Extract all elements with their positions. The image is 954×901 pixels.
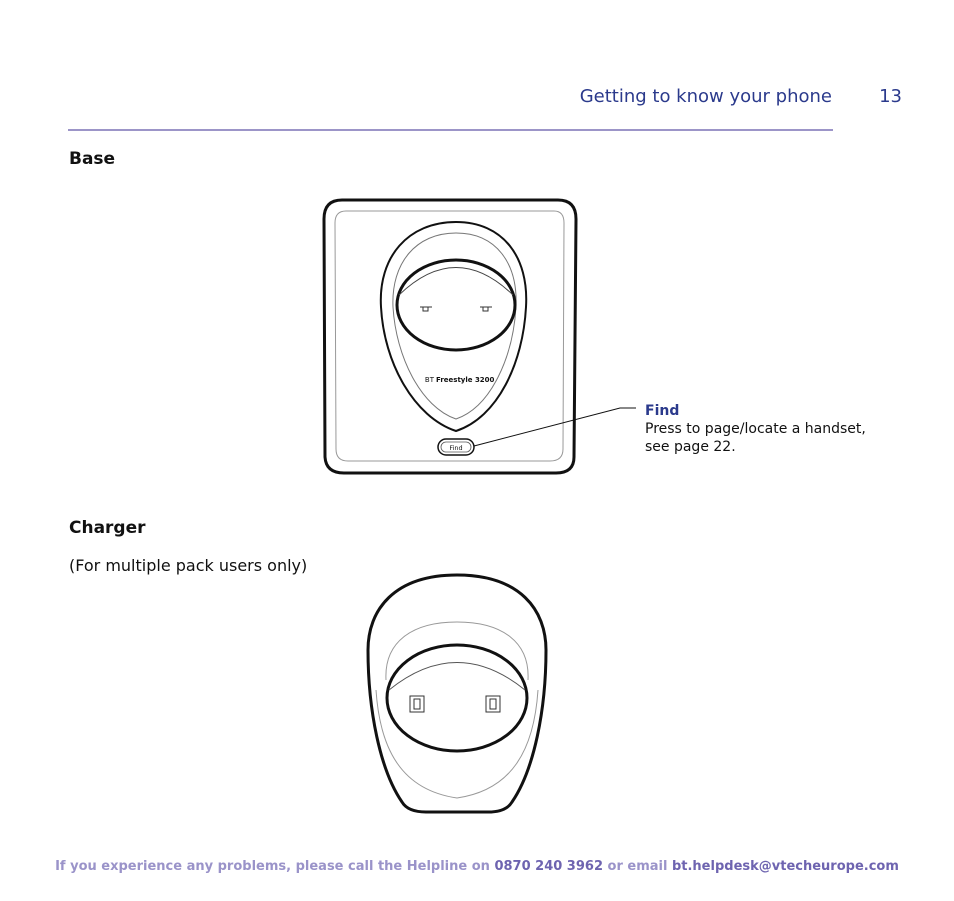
find-button-label: Find	[449, 444, 462, 452]
base-charging-contact-right	[480, 306, 492, 312]
base-heading: Base	[69, 149, 116, 169]
charger-inner-line	[456, 621, 529, 681]
charger-illustration	[366, 573, 548, 814]
charger-heading: Charger	[69, 518, 146, 538]
footer-phone[interactable]: 0870 240 3962	[494, 859, 603, 874]
base-handset-well	[395, 258, 517, 352]
header-rule	[68, 129, 833, 131]
find-callout-description: Press to page/locate a handset, see page…	[645, 421, 866, 455]
footer-text-1: If you experience any problems, please c…	[55, 859, 495, 874]
base-cradle-inner	[392, 232, 517, 420]
footer-email[interactable]: bt.helpdesk@vtecheurope.com	[671, 859, 899, 874]
footer-helpline: If you experience any problems, please c…	[0, 859, 954, 874]
charger-handset-well-back	[388, 662, 526, 691]
base-charging-contact-left	[420, 306, 432, 312]
find-button[interactable]	[437, 438, 475, 456]
base-unit-illustration: BT Freestyle 3200 Find	[322, 198, 578, 475]
charger-contact-left	[409, 695, 425, 713]
find-callout: Find Press to page/locate a handset, see…	[645, 402, 875, 456]
page-number: 13	[879, 86, 902, 107]
base-model-label: Freestyle 3200	[436, 376, 495, 384]
footer-text-2: or email	[603, 859, 672, 874]
charger-contact-right	[485, 695, 501, 713]
find-callout-title: Find	[645, 403, 680, 419]
charger-note: (For multiple pack users only)	[69, 556, 308, 575]
base-brand-label: BT	[425, 376, 435, 384]
find-callout-leader	[473, 407, 636, 447]
base-body-inner-line	[334, 210, 565, 462]
charger-handset-well	[385, 643, 529, 753]
header-title: Getting to know your phone	[579, 86, 832, 107]
base-handset-well-back	[398, 267, 514, 296]
charger-inner-curve	[375, 689, 539, 799]
